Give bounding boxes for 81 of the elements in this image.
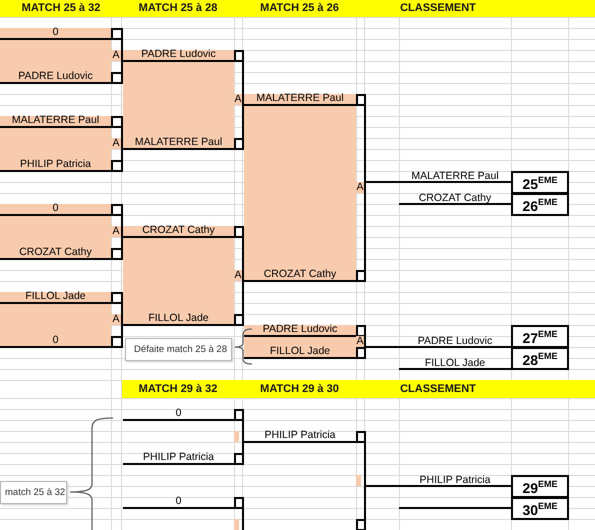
player-name: PADRE Ludovic [18, 71, 93, 82]
player-name: CROZAT Cathy [142, 225, 215, 236]
rank-box: 28$^{EME}$ [511, 347, 569, 370]
player-name: PHILIP Patricia [264, 430, 336, 441]
column-header: MATCH 25 à 28 [138, 1, 218, 16]
cell-letter: A [111, 138, 121, 149]
bracket-line [121, 143, 124, 172]
cell-letter: A [356, 336, 364, 347]
bracket-line [242, 50, 244, 101]
player-slot [0, 248, 121, 260]
player-slot [0, 28, 121, 40]
column-header: MATCH 29 à 32 [138, 382, 218, 397]
player-slot [0, 336, 121, 348]
column-header: CLASSEMENT [400, 382, 476, 397]
player-slot [123, 138, 242, 150]
cell-letter: A [356, 182, 364, 193]
player-name: FILLOL Jade [148, 313, 209, 324]
bracket-line [364, 181, 399, 282]
player-name: MALATERRE Paul [134, 137, 222, 148]
cell-letter: A [111, 50, 121, 61]
score-box [356, 519, 364, 530]
bracket-line [242, 99, 244, 150]
cell-letter: A [111, 226, 121, 237]
callout-box: Défaite match 25 à 28 [125, 338, 232, 361]
player-name: 0 [52, 203, 58, 214]
player-slot [123, 50, 242, 62]
player-slot [244, 347, 364, 359]
player-name: PHILIP Patricia [20, 159, 91, 170]
player-slot [244, 325, 364, 337]
player-name: FILLOL Jade [25, 291, 86, 302]
rank-box: 29$^{EME}$ [511, 475, 569, 498]
player-slot [123, 497, 242, 509]
player-name: MALATERRE Paul [12, 115, 100, 126]
player-slot [244, 431, 364, 443]
player-slot [244, 270, 364, 282]
player-slot [123, 226, 242, 238]
cell-letter: A [234, 270, 242, 281]
player-name: 0 [52, 27, 58, 38]
player-name: MALATERRE Paul [256, 93, 344, 104]
cell-letter: A [111, 314, 121, 325]
player-name: CROZAT Cathy [19, 247, 92, 258]
bracket-line [242, 497, 244, 530]
player-slot [0, 72, 121, 84]
player-slot [123, 314, 242, 326]
player-slot [0, 292, 121, 304]
bracket-line [121, 319, 124, 348]
bracket-line [121, 55, 124, 84]
rank-box: 30$^{EME}$ [511, 497, 569, 520]
column-header: MATCH 29 à 30 [260, 382, 339, 397]
player-slot [123, 409, 242, 421]
cell-letter: A [234, 94, 242, 105]
player-slot [0, 204, 121, 216]
player-name: FILLOL Jade [270, 346, 330, 357]
column-header: MATCH 25 à 26 [260, 1, 339, 16]
callout-box: match 25 à 32 [0, 481, 67, 504]
player-slot [244, 94, 364, 106]
rank-box: 26$^{EME}$ [511, 193, 569, 216]
player-name: 0 [176, 408, 182, 419]
rank-box: 25$^{EME}$ [511, 171, 569, 194]
bracket-line [364, 346, 399, 359]
column-header: MATCH 25 à 32 [22, 1, 100, 16]
bracket-line [121, 28, 124, 57]
player-name: 0 [52, 335, 58, 346]
player-name: 0 [176, 496, 182, 507]
player-name: CROZAT Cathy [264, 269, 336, 280]
column-header: CLASSEMENT [400, 1, 476, 16]
player-slot [0, 116, 121, 128]
player-name: PHILIP Patricia [143, 452, 214, 463]
player-name: PADRE Ludovic [141, 49, 216, 60]
player-slot [123, 453, 242, 465]
rank-box: 27$^{EME}$ [511, 325, 569, 348]
bracket-line [121, 204, 124, 233]
bracket-line [242, 409, 244, 438]
player-name: PADRE Ludovic [262, 324, 338, 335]
bracket-line [121, 231, 124, 260]
player-slot [0, 160, 121, 172]
bracket-line [242, 275, 244, 326]
bracket-line [242, 226, 244, 277]
bracket-line [121, 116, 124, 145]
bracket-line [242, 436, 244, 465]
bracket-line [121, 292, 124, 321]
